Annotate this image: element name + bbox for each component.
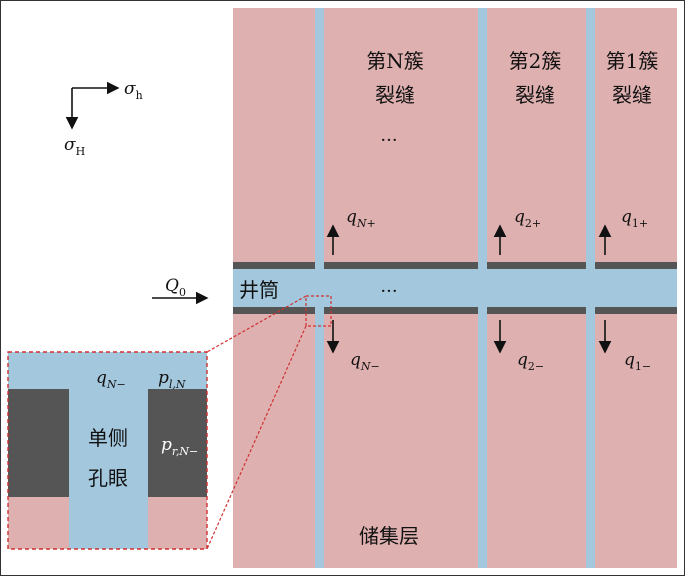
- zoom-line-top: [206, 295, 307, 353]
- casing-bottom-2: [324, 307, 478, 314]
- inset-label-2: 孔眼: [88, 466, 128, 490]
- cluster-2-label-2: 裂缝: [515, 83, 555, 107]
- flow-label-1-up: q1+: [621, 207, 648, 230]
- cluster-n-label-2: 裂缝: [375, 83, 415, 107]
- casing-bottom-4: [595, 307, 677, 314]
- flow-label-n-up: qN+: [346, 207, 376, 230]
- cluster-1-label-2: 裂缝: [612, 83, 652, 107]
- cluster-2-label-1: 第2簇: [509, 49, 562, 73]
- wellbore: [233, 262, 677, 314]
- casing-top-3: [487, 262, 586, 269]
- flow-label-2-down: q2−: [517, 350, 544, 373]
- inflow-label: Q0: [165, 276, 186, 299]
- inset-zoom: qN− pl,N pr,N− 单侧 孔眼: [7, 351, 208, 550]
- inset-reservoir-left: [8, 497, 69, 549]
- casing-top-1: [233, 262, 315, 269]
- casing-top-4: [595, 262, 677, 269]
- flow-label-n-down: qN−: [350, 350, 380, 373]
- stress-H-label: σH: [64, 135, 85, 158]
- flow-label-1-down: q1−: [624, 350, 651, 373]
- inset-q-label: qN−: [96, 368, 126, 391]
- inset-casing-left: [8, 389, 69, 497]
- casing-bottom-3: [487, 307, 586, 314]
- ellipsis-wellbore: ···: [380, 281, 397, 302]
- wellbore-label: 井筒: [239, 278, 279, 302]
- cluster-1-label-1: 第1簇: [606, 49, 659, 73]
- inset-label-1: 单侧: [88, 426, 128, 450]
- reservoir-label: 储集层: [359, 524, 419, 548]
- inset-casing-right: [148, 389, 207, 497]
- cluster-n-label-1: 第N簇: [366, 49, 424, 73]
- casing-top-2: [324, 262, 478, 269]
- inset-pl-label: pl,N: [158, 368, 186, 391]
- zoom-source-box: [305, 295, 332, 327]
- flow-label-2-up: q2+: [514, 207, 541, 230]
- zoom-line-bottom: [206, 325, 307, 550]
- inset-border: [7, 351, 208, 550]
- ellipsis-top: ···: [380, 130, 397, 151]
- inset-pr-label: pr,N−: [161, 435, 198, 458]
- inset-reservoir-right: [148, 497, 207, 549]
- stress-h-label: σh: [124, 79, 143, 102]
- casing-bottom-1: [233, 307, 315, 314]
